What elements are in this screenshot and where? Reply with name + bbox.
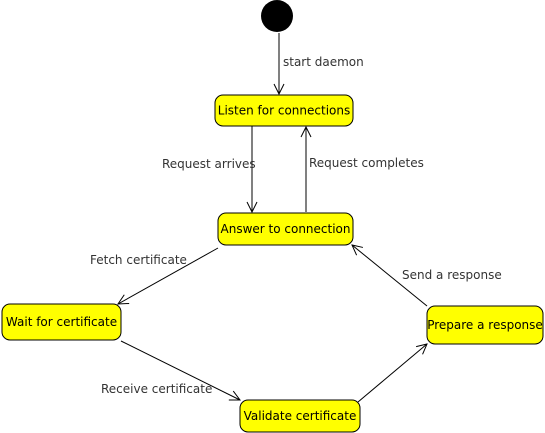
label-fetch-certificate: Fetch certificate (90, 253, 187, 267)
state-label-answer: Answer to connection (221, 222, 351, 236)
state-label-validate: Validate certificate (244, 409, 357, 423)
state-label-listen: Listen for connections (218, 104, 350, 118)
state-wait-for-certificate[interactable]: Wait for certificate (1, 303, 122, 341)
state-validate-certificate[interactable]: Validate certificate (239, 399, 361, 433)
state-label-wait: Wait for certificate (6, 315, 117, 329)
initial-node (261, 0, 293, 32)
state-prepare-a-response[interactable]: Prepare a response (426, 305, 544, 345)
edge-receive-certificate (120, 340, 240, 400)
state-label-prepare: Prepare a response (427, 318, 543, 332)
state-listen-for-connections[interactable]: Listen for connections (214, 94, 354, 127)
state-answer-to-connection[interactable]: Answer to connection (217, 212, 354, 246)
label-request-arrives: Request arrives (162, 157, 256, 171)
label-receive-certificate: Receive certificate (101, 382, 212, 396)
edge-send-response (352, 245, 428, 307)
edge-fetch-certificate (118, 247, 219, 304)
label-request-completes: Request completes (309, 156, 424, 170)
edge-validate-to-prepare (357, 344, 427, 403)
label-start-daemon: start daemon (283, 55, 364, 69)
label-send-response: Send a response (402, 268, 502, 282)
